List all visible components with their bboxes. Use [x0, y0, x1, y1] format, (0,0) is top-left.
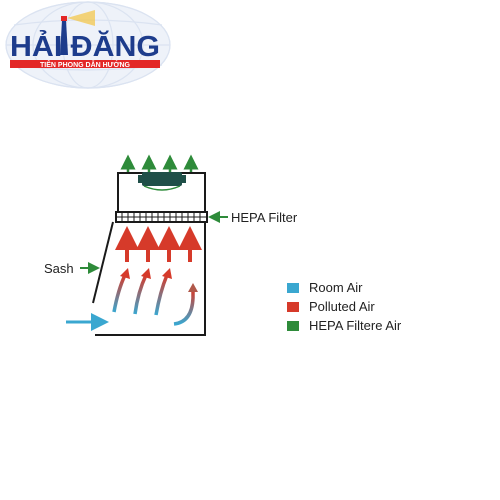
- hepa-filter: [115, 211, 208, 223]
- legend-label: HEPA Filtere Air: [309, 318, 402, 333]
- room-air-return-arrow: [173, 290, 195, 326]
- mixing-air-arrows: [112, 274, 169, 316]
- room-air-return-arrowhead: [188, 283, 198, 292]
- logo-tagline: TIÊN PHONG DẪN HƯỚNG: [40, 60, 131, 69]
- hepa-air-swatch: [287, 320, 299, 331]
- logo-brand: HẢI ĐĂNG: [10, 29, 160, 63]
- exhaust-arrows: [120, 154, 199, 172]
- lighthouse-icon: [60, 10, 95, 55]
- legend-item-room-air: Room Air: [287, 278, 401, 297]
- mixing-arrowheads: [120, 268, 172, 279]
- hai-dang-logo: HẢI ĐĂNG TIÊN PHONG DẪN HƯỚNG: [5, 1, 171, 89]
- legend: Room Air Polluted Air HEPA Filtere Air: [287, 278, 401, 335]
- mixing-arrow: [154, 274, 169, 316]
- sash-label: Sash: [44, 261, 74, 276]
- mixing-arrowhead: [141, 268, 151, 279]
- legend-label: Room Air: [309, 280, 363, 295]
- room-air-swatch: [287, 282, 299, 293]
- mixing-arrow: [112, 274, 127, 313]
- mixing-arrow: [133, 274, 148, 315]
- mixing-arrowhead: [162, 268, 172, 279]
- fan-icon: [138, 172, 186, 191]
- polluted-air-swatch: [287, 301, 299, 312]
- legend-item-hepa-air: HEPA Filtere Air: [287, 316, 401, 335]
- mixing-arrowhead: [120, 268, 130, 279]
- polluted-air-arrows: [115, 226, 202, 262]
- logo-underline: [10, 60, 160, 68]
- hepa-filter-label: HEPA Filter: [231, 210, 298, 225]
- legend-item-polluted-air: Polluted Air: [287, 297, 401, 316]
- legend-label: Polluted Air: [309, 299, 375, 314]
